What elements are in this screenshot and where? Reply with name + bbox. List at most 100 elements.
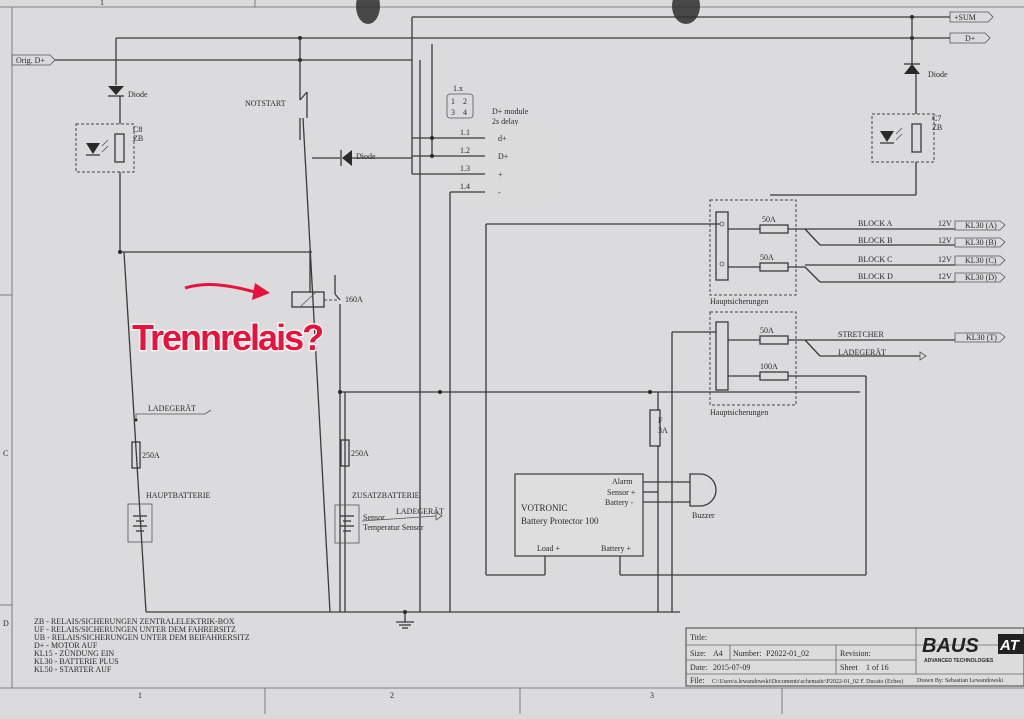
zusatzbatterie-branch: 250A ZUSATZBATTERIE Sensor Temperatur Se… [334, 390, 860, 612]
drawn-by: Drawn By: Sebastian Lewandowski [917, 678, 1003, 684]
module-pin-1: 1 [451, 97, 455, 106]
left-branch: Diode C8 ZB LADEGERÄT 250A HAUPTBATTERIE [75, 38, 312, 613]
frame-col-top: 1 [100, 0, 104, 7]
votronic-protector: VOTRONIC Battery Protector 100 Alarm Sen… [485, 223, 867, 612]
title-block: Title: Size: A4 Number: P2022-01_02 Revi… [685, 627, 1024, 687]
date-value: 2015-07-09 [713, 663, 750, 672]
fuse-3a [649, 409, 661, 447]
orig-dplus-label: Orig. D+ [16, 56, 45, 65]
fuse-250-left-label: 250A [142, 451, 160, 460]
fuse-100a-label: 100A [760, 362, 778, 371]
frame-col-3: 3 [650, 691, 654, 700]
right-branch: Diode C7 ZB [770, 17, 948, 196]
legend-kl30: KL30 - BATTERIE PLUS [34, 657, 119, 666]
v12-a: 12V [938, 219, 952, 228]
sheet-value: 1 of 16 [866, 663, 889, 672]
file-path: C:\Users\s.lewandowski\Documents\schemat… [712, 678, 903, 685]
stretcher-label: STRETCHER [838, 330, 884, 339]
kl30-t-terminal [954, 332, 1006, 343]
trennrelais-annotation: Trennrelais? [131, 283, 325, 359]
number-value: P2022-01_02 [766, 649, 809, 658]
buzzer-label: Buzzer [692, 511, 715, 520]
module-connector-icon [446, 93, 474, 119]
revision-label: Revision: [840, 649, 871, 658]
fuse-50a-1-label: 50A [762, 215, 776, 224]
diode-mid-label: Diode [356, 152, 376, 161]
zusatzbatterie-label: ZUSATZBATTERIE [352, 491, 420, 500]
load-plus-label: Load + [537, 544, 560, 553]
pin-1-3: 1.3 [460, 164, 470, 173]
fuse-250-mid-label: 250A [351, 449, 369, 458]
file-label: File: [690, 676, 705, 685]
frame-row-d: D [3, 619, 9, 628]
hauptsicherungen-1: 50A 50A Hauptsicherungen BLOCK A BLOCK B… [709, 199, 1006, 306]
diode-left-symbol [108, 86, 124, 95]
votronic-label: VOTRONIC [521, 503, 568, 513]
battery-plus-label: Battery + [601, 544, 632, 553]
ground-bus [146, 610, 680, 629]
fuse-f-label: F [658, 416, 663, 425]
fuse-50a-2-label: 50A [760, 253, 774, 262]
legend: ZB - RELAIS/SICHERUNGEN ZENTRALELEKTRIK-… [34, 617, 250, 674]
diode-right-symbol [904, 64, 920, 74]
annotation-arrow-icon [252, 283, 270, 300]
paper-clip-shadow-left [356, 0, 380, 24]
trennrelais: 160A [291, 250, 363, 612]
block-b-label: BLOCK B [858, 236, 892, 245]
frame-col-2: 2 [390, 691, 394, 700]
date-label: Date: [690, 663, 707, 672]
frame-row-c: C [3, 449, 8, 458]
sum-rail-label: +SUM [954, 13, 976, 22]
paper-clip-shadow-right [672, 0, 700, 24]
pin-1-2: 1.2 [460, 146, 470, 155]
legend-kl50: KL50 - STARTER AUF [34, 665, 112, 674]
pin-1-1: 1.1 [460, 128, 470, 137]
size-label: Size: [690, 649, 706, 658]
temp-sensor-label: Temperatur Sensor [363, 523, 424, 532]
battery-protector-label: Battery Protector 100 [521, 516, 599, 526]
module-pin-3: 3 [451, 108, 455, 117]
v12-c: 12V [938, 255, 952, 264]
logo-suffix: AT [999, 637, 1021, 654]
alarm-label: Alarm [612, 477, 633, 486]
block-d-label: BLOCK D [858, 272, 893, 281]
title-label: Title: [690, 633, 707, 642]
trennrelais-annotation-text: Trennrelais? [132, 317, 322, 358]
legend-dplus: D+ - MOTOR AUF [34, 641, 98, 650]
battery-minus-label: Battery - [605, 498, 634, 507]
dplus-rail-label: D+ [965, 34, 976, 43]
sheet-label: Sheet [840, 663, 859, 672]
module-pin-2: 2 [463, 97, 467, 106]
number-label: Number: [733, 649, 761, 658]
kl30-t: KL30 (T) [966, 333, 997, 342]
ladegeraet-right-label: LADEGERÄT [838, 348, 886, 357]
block-a-label: BLOCK A [858, 219, 893, 228]
fuse-250-mid [340, 439, 350, 467]
pin-signal-d: d+ [498, 134, 507, 143]
kl30-a: KL30 (A) [965, 221, 997, 230]
pin-signal-plus: + [498, 170, 503, 179]
relay-160a-label: 160A [345, 295, 363, 304]
module-pin-4: 4 [463, 108, 467, 117]
frame-col-1: 1 [138, 691, 142, 700]
dplus-module: 1.x 1 2 3 4 D+ module 2s delay 1.1 1.2 1… [411, 44, 545, 612]
diode-right-label: Diode [928, 70, 948, 79]
hauptbatterie-label: HAUPTBATTERIE [146, 491, 211, 500]
notstart-switch: NOTSTART [245, 38, 331, 613]
v12-b: 12V [938, 236, 952, 245]
notstart-label: NOTSTART [245, 99, 286, 108]
legend-ub: UB - RELAIS/SICHERUNGEN UNTER DEM BEIFAH… [34, 633, 250, 642]
legend-kl15: KL15 - ZÜNDUNG EIN [34, 649, 114, 658]
buzzer-icon [689, 473, 717, 507]
kl30-b: KL30 (B) [965, 238, 997, 247]
hauptsicherungen-2: 50A 100A Hauptsicherungen STRETCHER LADE… [672, 311, 1006, 417]
legend-zb: ZB - RELAIS/SICHERUNGEN ZENTRALELEKTRIK-… [34, 617, 235, 626]
pin-1-4: 1.4 [460, 182, 470, 191]
module-1x-label: 1.x [453, 84, 463, 93]
baus-logo: BAUS [922, 635, 979, 657]
c8-zb-label: ZB [133, 134, 143, 143]
fuse-50a-3-label: 50A [760, 326, 774, 335]
